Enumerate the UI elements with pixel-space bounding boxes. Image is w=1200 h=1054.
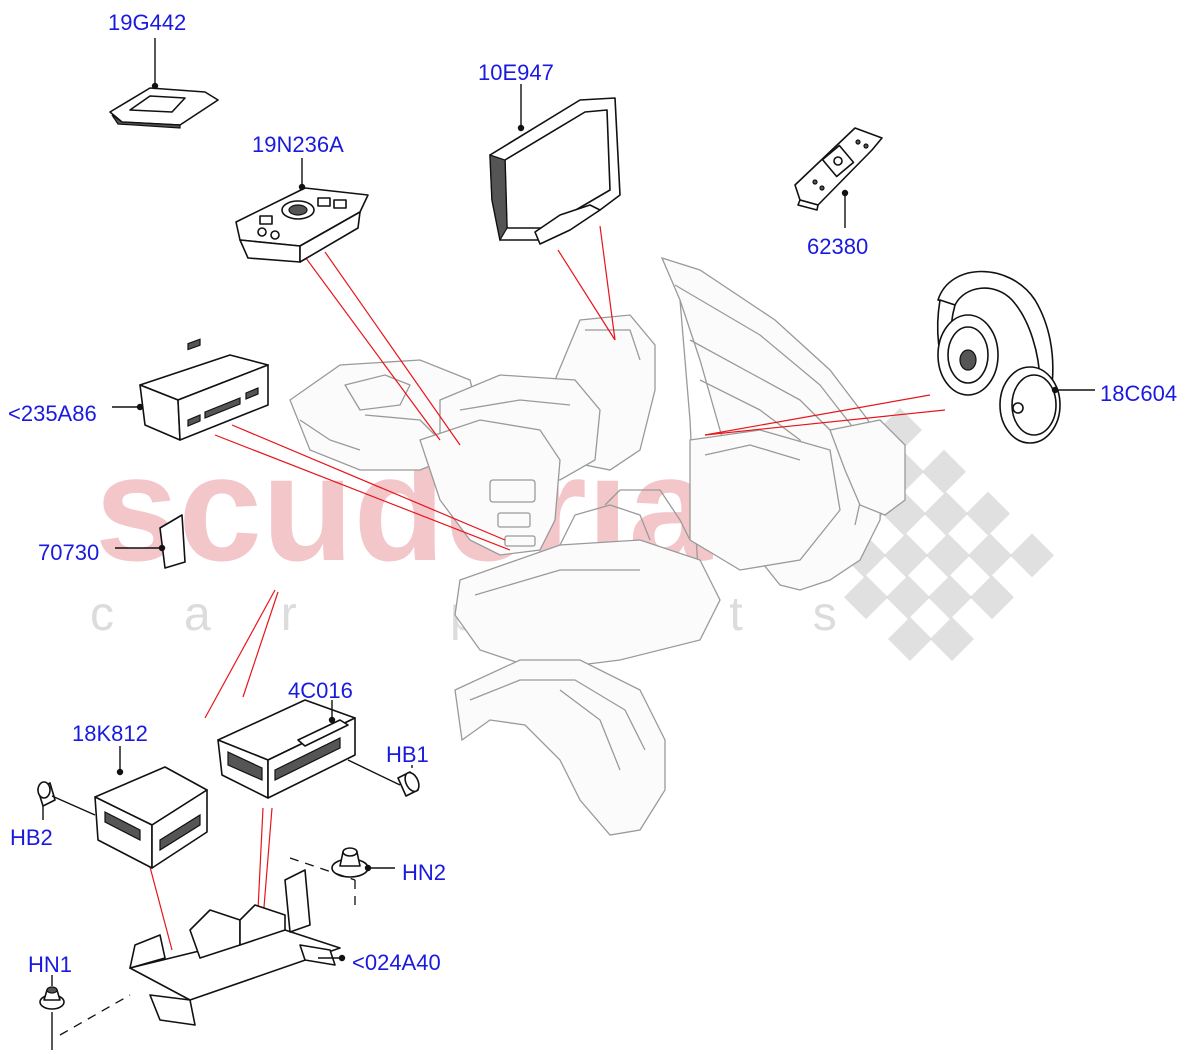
watermark-checker-tile xyxy=(884,533,928,578)
watermark-checker-tile xyxy=(886,575,930,620)
part-70730[interactable] xyxy=(115,514,186,569)
part-19g442[interactable] xyxy=(109,38,219,129)
label-4c016[interactable]: 4C016 xyxy=(288,678,353,703)
part-hn2[interactable] xyxy=(331,847,395,878)
label-hn1[interactable]: HN1 xyxy=(28,952,72,977)
part-18k812[interactable] xyxy=(94,746,208,869)
label-19g442[interactable]: 19G442 xyxy=(108,10,186,35)
watermark-checker-tile xyxy=(970,575,1014,620)
label-18c604[interactable]: 18C604 xyxy=(1100,381,1177,406)
watermark-checker-tile xyxy=(888,617,932,661)
callout-lines xyxy=(149,225,946,951)
watermark-checker-tile xyxy=(926,533,970,578)
watermark-checker-tile xyxy=(930,617,974,661)
label-024a40[interactable]: <024A40 xyxy=(352,950,441,975)
label-19n236a[interactable]: 19N236A xyxy=(252,132,344,157)
part-235a86[interactable] xyxy=(112,338,269,441)
part-18c604[interactable] xyxy=(936,270,1095,444)
label-235a86[interactable]: <235A86 xyxy=(8,401,97,426)
watermark-checker-tile xyxy=(966,491,1010,536)
part-labels: 19G442 19N236A 10E947 62380 18C604 <235A… xyxy=(8,10,1177,977)
part-hb2[interactable] xyxy=(37,781,96,820)
watermark-checker-tile xyxy=(844,575,888,620)
label-hn2[interactable]: HN2 xyxy=(402,860,446,885)
part-10e947[interactable] xyxy=(489,84,621,245)
vehicle-interior-outline xyxy=(289,256,906,836)
label-62380[interactable]: 62380 xyxy=(807,234,868,259)
part-4c016[interactable] xyxy=(217,699,356,799)
label-70730[interactable]: 70730 xyxy=(38,540,99,565)
watermark-checker-tile xyxy=(924,491,968,536)
label-hb2[interactable]: HB2 xyxy=(10,825,53,850)
part-hb1[interactable] xyxy=(347,759,422,797)
watermark-checker-tile xyxy=(922,449,966,494)
label-18k812[interactable]: 18K812 xyxy=(72,721,148,746)
label-hb1[interactable]: HB1 xyxy=(386,742,429,767)
watermark-checker-tile xyxy=(968,533,1012,578)
part-024a40[interactable] xyxy=(59,857,356,1036)
part-19n236a[interactable] xyxy=(235,158,369,263)
watermark-checker-tile xyxy=(1010,533,1054,578)
part-62380[interactable] xyxy=(794,127,883,228)
watermark-checker-tile xyxy=(928,575,972,620)
label-10e947[interactable]: 10E947 xyxy=(478,60,554,85)
part-hn1[interactable] xyxy=(39,975,65,1050)
